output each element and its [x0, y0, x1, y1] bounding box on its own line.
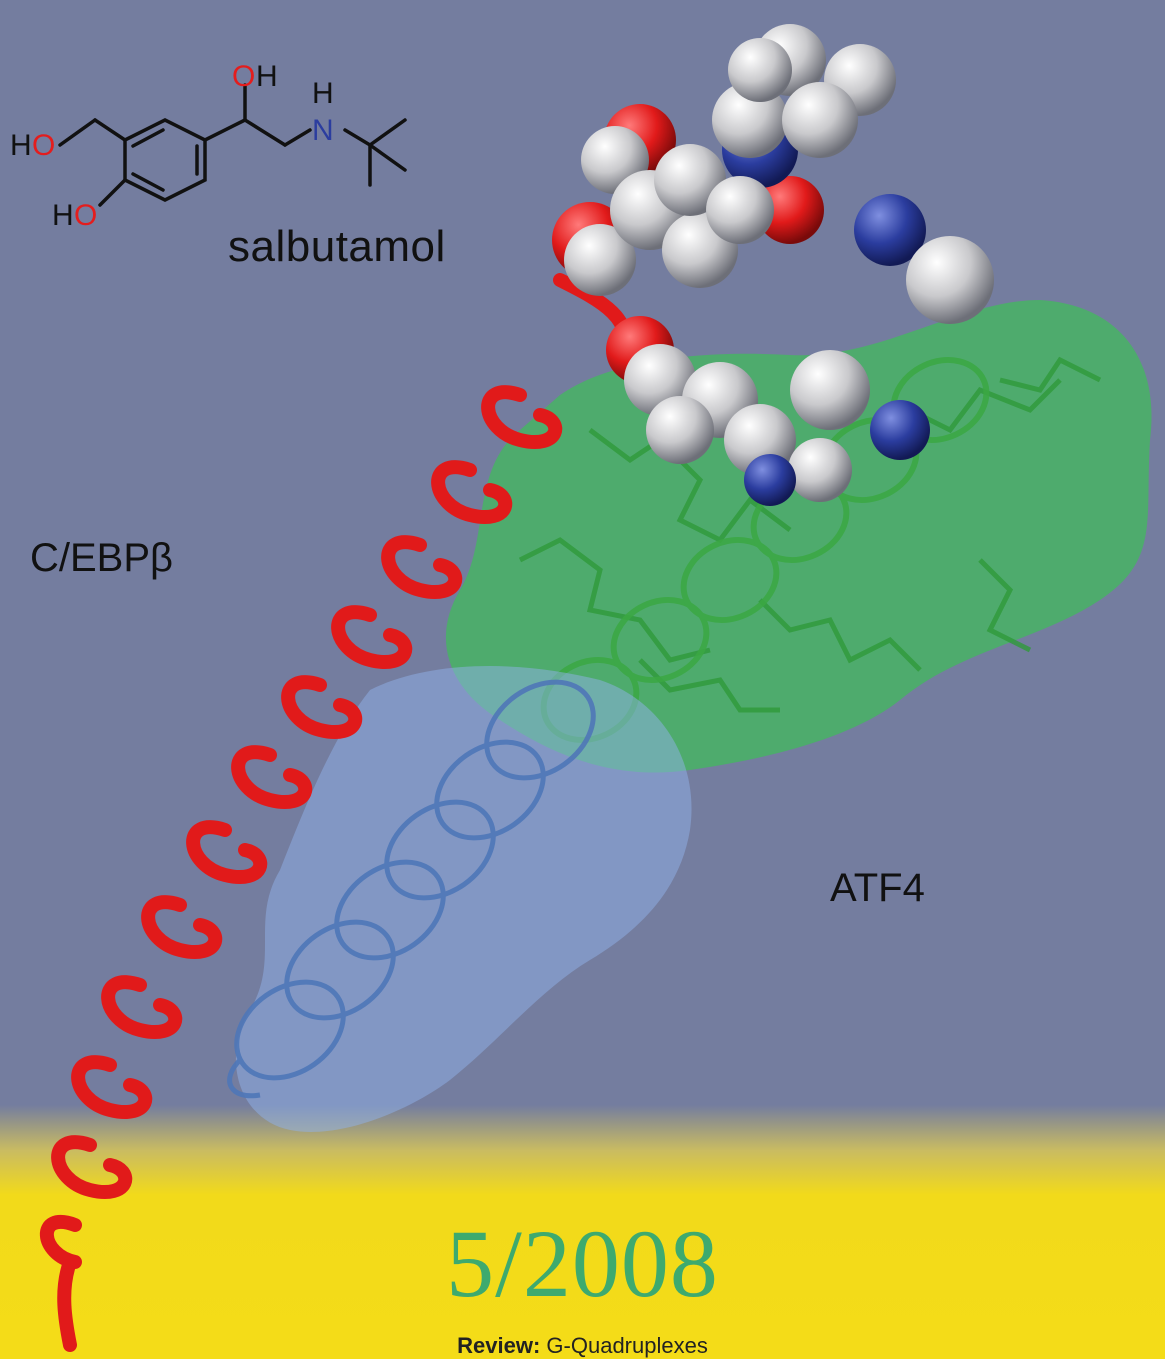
review-label: Review: — [457, 1333, 541, 1358]
atom-h-left: H — [10, 129, 32, 162]
atom-h-amine: H — [312, 77, 334, 110]
atf4-label: ATF4 — [830, 866, 925, 910]
salbutamol-atoms: O H H N H O H O — [10, 60, 334, 232]
salbutamol-structure — [58, 83, 407, 207]
atom-h-bottom: H — [52, 199, 74, 232]
issue-number: 5/2008 — [446, 1210, 719, 1317]
atom-n: N — [312, 114, 334, 147]
atom-o-top: O — [232, 60, 255, 93]
review-line: Review: G-Quadruplexes — [0, 1333, 1165, 1359]
molecule-name: salbutamol — [228, 222, 446, 271]
atom-o-bottom: O — [74, 199, 97, 232]
atom-o-left: O — [32, 129, 55, 162]
green-sticks — [518, 356, 1102, 713]
atom-h-oh: H — [256, 60, 278, 93]
cebp-label: C/EBPβ — [30, 536, 174, 580]
review-topic: G-Quadruplexes — [546, 1333, 708, 1358]
blue-helix — [227, 679, 596, 1099]
blue-surface — [235, 666, 692, 1132]
salbutamol-spheres — [552, 24, 994, 506]
